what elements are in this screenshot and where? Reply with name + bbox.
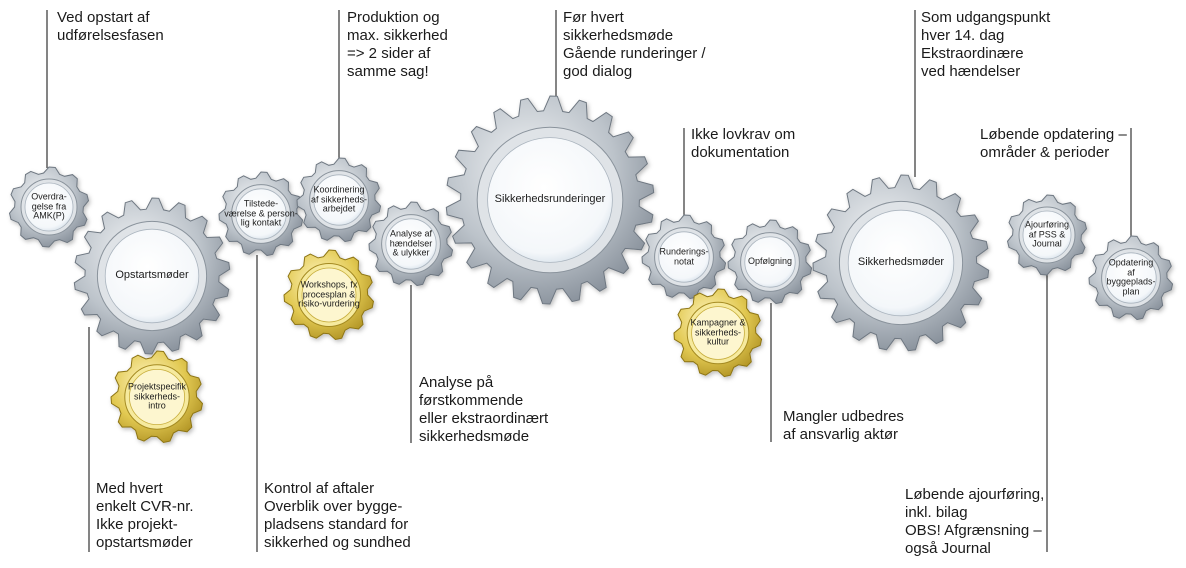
gear-shape-overdragelse <box>8 166 90 248</box>
gear-sikkerhedsmoder: Sikkerhedsmøder <box>857 256 945 269</box>
note-kontrol: Kontrol af aftaler Overblik over bygge- … <box>264 480 411 551</box>
gear-shape-projektspecifik <box>110 350 204 444</box>
gear-opdatering: Opdatering af byggeplads- plan <box>1106 257 1156 297</box>
gear-opfolgning: Opfølgning <box>747 256 793 267</box>
gear-workshops: Workshops, fx procesplan & risiko-vurder… <box>298 279 360 309</box>
note-som-udgangspunkt: Som udgangspunkt hver 14. dag Ekstraordi… <box>921 9 1051 80</box>
gear-shape-kampagner <box>673 288 763 378</box>
gear-analyse: Analyse af hændelser & ulykker <box>389 228 433 258</box>
gear-runderingsnotat: Runderings- notat <box>659 246 709 266</box>
gear-opstartsmoder: Opstartsmøder <box>115 269 189 282</box>
gear-shape-opfolgning <box>727 219 813 305</box>
note-produktion: Produktion og max. sikkerhed => 2 sider … <box>347 9 448 80</box>
gear-kampagner: Kampagner & sikkerheds- kultur <box>690 317 746 347</box>
gears <box>8 95 1174 444</box>
note-for-hvert: Før hvert sikkerhedsmøde Gående runderin… <box>563 9 706 80</box>
note-ved-opstart: Ved opstart af udførelsesfasen <box>57 9 164 44</box>
note-mangler: Mangler udbedres af ansvarlig aktør <box>783 408 904 443</box>
gear-tilstedevaerelse: Tilstede- værelse & person- lig kontakt <box>224 198 298 228</box>
note-analyse-pa: Analyse på førstkommende eller ekstraord… <box>419 374 549 445</box>
gear-ajourforing: Ajourføring af PSS & Journal <box>1024 219 1070 249</box>
gear-shape-workshops <box>283 249 375 341</box>
gear-projektspecifik: Projektspecifik sikkerheds- intro <box>127 381 187 411</box>
note-med-hvert: Med hvert enkelt CVR-nr. Ikke projekt- o… <box>96 480 194 551</box>
gear-shape-opdatering <box>1088 235 1174 321</box>
gear-shape-ajourforing <box>1006 194 1088 276</box>
gear-shape-koordinering <box>296 157 382 243</box>
gear-shape-sikkerhedsrunderinger <box>445 95 655 305</box>
note-ikke-lovkrav: Ikke lovkrav om dokumentation <box>691 126 796 161</box>
gear-shape-tilstedevaerelse <box>218 171 304 257</box>
gear-shape-sikkerhedsmoder <box>812 174 990 352</box>
gear-shape-runderingsnotat <box>641 214 727 300</box>
connector-lines <box>46 10 1132 552</box>
gear-shape-opstartsmoder <box>73 197 231 355</box>
note-lobende-opdatering: Løbende opdatering – områder & perioder <box>980 126 1127 161</box>
note-lobende-ajourforing: Løbende ajourføring, inkl. bilag OBS! Af… <box>905 486 1045 557</box>
gear-koordinering: Koordinering af sikkerheds- arbejdet <box>310 184 368 214</box>
gear-shape-analyse <box>368 201 454 287</box>
gear-sikkerhedsrunderinger: Sikkerhedsrunderinger <box>494 193 606 206</box>
gear-overdragelse: Overdra- gelse fra AMK(P) <box>31 191 67 221</box>
